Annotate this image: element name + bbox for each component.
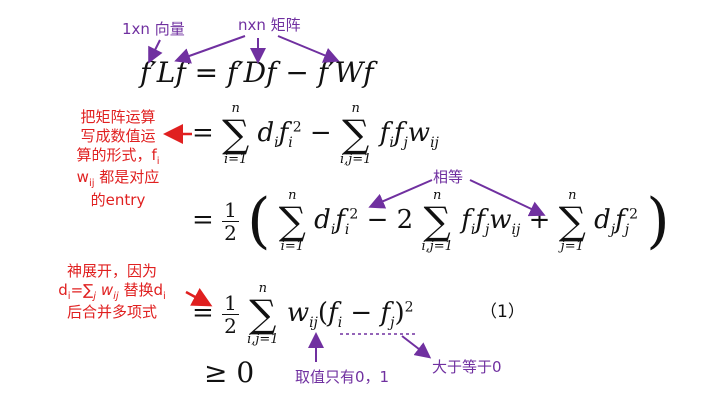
annotation-nonnegative: 大于等于0 — [432, 358, 502, 376]
matrix-note-line-2: 写成数值运 — [80, 126, 156, 145]
annotation-equal: 相等 — [433, 168, 464, 186]
arrow-matrix-L — [174, 35, 246, 64]
expand-note-line-1: 神展开，因为 — [66, 262, 157, 280]
arrow-expansion-note — [185, 288, 213, 307]
sum-symbol: ∑ — [558, 199, 586, 243]
equation-line-3: = 1 2 ( n ∑ i=1 difi2 − 2 n ∑ i,j=1 fifj… — [192, 186, 670, 256]
equation-line-5: ≥ 0 — [204, 356, 255, 389]
matrix-note-line-4: wij 都是对应 — [76, 168, 160, 189]
matrix-note-line-5: 的entry — [90, 190, 146, 209]
annotation-matrix-to-scalar: 把矩阵运算 写成数值运 算的形式，fi wij 都是对应 的entry — [62, 108, 174, 209]
annotation-expansion: 神展开，因为 di=∑j wij 替换di 后合并多项式 — [42, 262, 182, 322]
arrow-matrix-W — [277, 35, 340, 63]
arrow-vector — [148, 39, 163, 64]
equation-line-2: = n ∑ i=1 difi2 − n ∑ i,j=1 fifjwij — [192, 101, 439, 167]
sum-symbol: ∑ — [278, 199, 306, 243]
expand-note-line-2: di=∑j wij 替换di — [58, 280, 166, 302]
sum-symbol: ∑ — [222, 112, 250, 156]
expand-note-line-3: 后合并多项式 — [66, 303, 157, 322]
arrow-equal-left — [368, 179, 433, 209]
annotation-weight-values: 取值只有0，1 — [295, 368, 390, 386]
arrow-equal-right — [469, 179, 546, 217]
sum-symbol: ∑ — [342, 112, 370, 156]
sum-symbol: ∑ — [423, 199, 451, 243]
arrow-nonnegative — [401, 335, 432, 359]
equation-number: （1） — [480, 302, 525, 322]
matrix-note-line-3: 算的形式，fi — [76, 145, 160, 167]
annotation-matrix-nxn: nxn 矩阵 — [238, 16, 301, 34]
sum-symbol: ∑ — [249, 292, 277, 336]
annotation-vector-1xn: 1xn 向量 — [122, 20, 185, 38]
matrix-note-line-1: 把矩阵运算 — [80, 108, 156, 126]
